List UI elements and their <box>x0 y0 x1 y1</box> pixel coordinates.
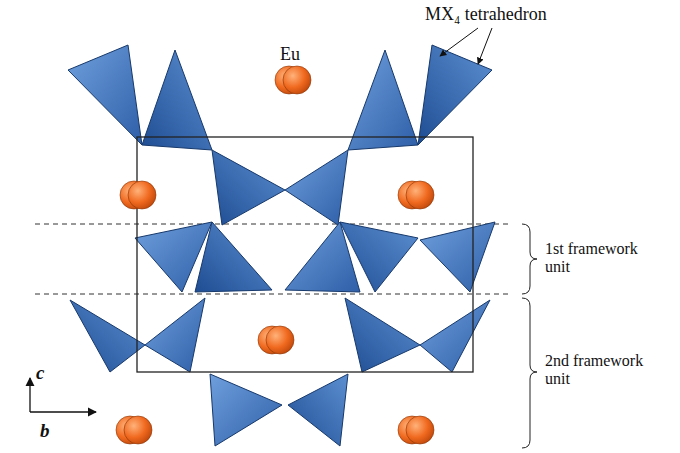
axis-label: c <box>36 362 44 384</box>
component-label: MX₄ tetrahedron <box>425 4 547 25</box>
tetrahedra <box>68 45 495 446</box>
axis-label: b <box>40 420 50 442</box>
unit-label: 2nd framework unit <box>545 352 657 389</box>
eu-atoms <box>116 66 434 444</box>
atom-label: Eu <box>280 44 300 65</box>
unit-label: 1st framework unit <box>545 240 657 277</box>
